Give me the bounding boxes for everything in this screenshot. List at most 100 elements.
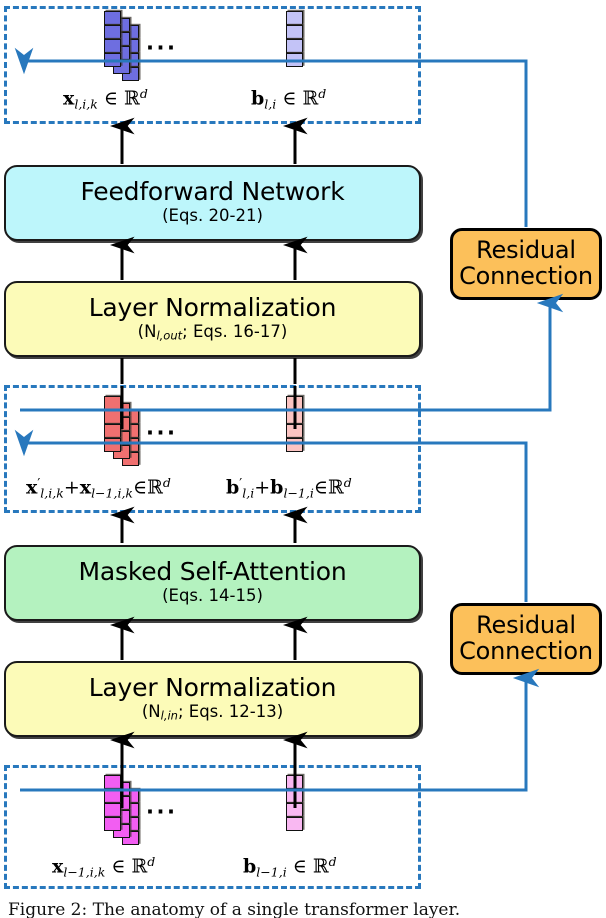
symbol-b: b	[243, 855, 257, 878]
element-of: ∈	[313, 476, 328, 499]
layer-normalization-out-block[interactable]: Layer Normalization (Nl,out; Eqs. 16-17)	[4, 281, 421, 357]
vector-cell	[104, 789, 121, 803]
ellipsis: ···	[146, 800, 178, 824]
vector-cell	[286, 803, 303, 817]
exponent: d	[318, 86, 327, 101]
ellipsis: ···	[146, 36, 178, 60]
subscript: l−1,i,k	[63, 864, 106, 880]
vector-cell	[286, 25, 303, 39]
subscript: l,i	[264, 96, 277, 112]
plus: +	[63, 476, 80, 499]
real-set: ℝ	[302, 87, 319, 110]
symbol-x: x	[52, 855, 64, 878]
vector-cell	[104, 775, 121, 789]
output-x-label: xl,i,k ∈ ℝd	[63, 86, 148, 112]
residual-connection-bottom-block[interactable]: Residual Connection	[450, 603, 602, 675]
real-set: ℝ	[327, 476, 344, 499]
vector-cell	[286, 424, 303, 438]
block-equations: (Nl,in; Eqs. 12-13)	[141, 702, 284, 723]
subscript-prev: l−1,i	[283, 485, 314, 501]
output-b-label: bl,i ∈ ℝd	[251, 86, 327, 112]
plus: +	[254, 476, 271, 499]
block-title: Layer Normalization	[88, 672, 337, 702]
input-x-label: xl−1,i,k ∈ ℝd	[52, 854, 156, 880]
vector-cell	[286, 410, 303, 424]
real-set: ℝ	[147, 476, 163, 499]
input-b-vector	[286, 775, 306, 835]
norm-symbol: N	[144, 322, 157, 342]
residual-label-line2: Connection	[459, 637, 593, 665]
vector-cell	[104, 396, 121, 410]
block-title: Masked Self-Attention	[78, 556, 347, 586]
norm-subscript: l,in	[160, 708, 178, 723]
symbol-b-prev: b	[270, 476, 284, 499]
block-equations: (Nl,out; Eqs. 16-17)	[137, 322, 288, 343]
eq-range: ; Eqs. 16-17)	[182, 322, 288, 342]
exponent: d	[328, 854, 337, 869]
vector-cell	[286, 775, 303, 789]
block-title: Layer Normalization	[88, 292, 337, 322]
element-of: ∈	[103, 87, 118, 110]
vector-cell	[286, 817, 303, 831]
symbol-b: b	[251, 87, 265, 110]
masked-self-attention-block[interactable]: Masked Self-Attention (Eqs. 14-15)	[4, 545, 421, 621]
real-set: ℝ	[131, 855, 148, 878]
residual-connection-top-block[interactable]: Residual Connection	[450, 228, 602, 300]
output-x-vector-stack: ···	[104, 11, 178, 83]
input-x-vector-stack: ···	[104, 775, 178, 847]
vector-cell	[286, 39, 303, 53]
block-equations: (Eqs. 20-21)	[162, 206, 263, 226]
block-title: Feedforward Network	[80, 176, 345, 206]
residual-label-line1: Residual	[476, 236, 576, 265]
midsum-x-vector-stack: ···	[104, 396, 178, 468]
feedforward-network-block[interactable]: Feedforward Network (Eqs. 20-21)	[4, 165, 421, 241]
eq-range: ; Eqs. 12-13)	[177, 702, 284, 722]
vector-cell	[104, 803, 121, 817]
element-of: ∈	[292, 855, 307, 878]
midsum-b-label: b′l,i+bl−1,i∈ℝd	[226, 475, 352, 501]
vector-cell	[104, 11, 121, 25]
symbol-x: x	[26, 476, 38, 499]
output-b-vector	[286, 11, 306, 71]
exponent: d	[343, 475, 352, 490]
vector-cell	[104, 53, 121, 67]
vector-cell	[286, 11, 303, 25]
block-equations: (Eqs. 14-15)	[162, 586, 263, 606]
vector-cell	[286, 53, 303, 67]
subscript: l−1,i	[256, 864, 287, 880]
residual-label-line2: Connection	[459, 262, 593, 290]
element-of: ∈	[282, 87, 297, 110]
subscript: l,i,k	[74, 96, 98, 112]
midsum-b-vector	[286, 396, 306, 456]
input-b-label: bl−1,i ∈ ℝd	[243, 854, 337, 880]
vector-cell	[104, 39, 121, 53]
ellipsis: ···	[146, 421, 178, 445]
residual-label-line1: Residual	[476, 611, 576, 640]
vector-cell	[104, 817, 121, 831]
subscript: l,i	[242, 485, 255, 501]
vector-cell	[104, 438, 121, 452]
layer-normalization-in-block[interactable]: Layer Normalization (Nl,in; Eqs. 12-13)	[4, 661, 421, 737]
subscript-prev: l−1,i,k	[91, 485, 134, 501]
vector-cell	[104, 410, 121, 424]
real-set: ℝ	[124, 87, 140, 110]
subscript: l,i,k	[40, 485, 64, 501]
symbol-x-prev: x	[79, 476, 92, 499]
vector-cell	[104, 25, 121, 39]
norm-symbol: N	[148, 702, 161, 722]
vector-cell	[286, 438, 303, 452]
vector-cell	[104, 424, 121, 438]
vector-cell	[286, 396, 303, 410]
symbol-b: b	[226, 476, 240, 499]
symbol-x: x	[63, 87, 75, 110]
vector-cell	[286, 789, 303, 803]
norm-subscript: l,out	[156, 328, 183, 343]
exponent: d	[147, 854, 156, 869]
midsum-x-label: x′l,i,k+xl−1,i,k∈ℝd	[26, 476, 171, 501]
real-set: ℝ	[312, 855, 329, 878]
exponent: d	[139, 86, 148, 101]
element-of: ∈	[111, 855, 126, 878]
figure-caption: Figure 2: The anatomy of a single transf…	[8, 900, 461, 918]
element-of: ∈	[133, 476, 148, 499]
